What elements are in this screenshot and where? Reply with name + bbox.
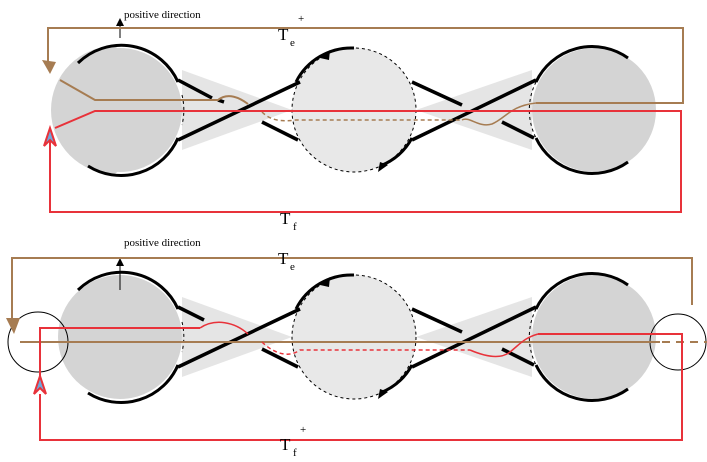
top-red-outer (49, 110, 682, 213)
bottom-brown-label: T e (278, 249, 295, 273)
top-tf-main: T (280, 209, 291, 228)
top-left-dashed-arc (181, 94, 185, 126)
top-tf-sub: f (293, 221, 297, 233)
bottom-tf-main: T (280, 435, 291, 454)
top-te-sub: e (290, 37, 295, 49)
bottom-left-bold-arc-upper (76, 270, 180, 310)
top-brown-outer (47, 27, 684, 104)
top-positive-direction: positive direction (116, 9, 201, 38)
bottom-te-main: T (278, 249, 289, 268)
bottom-direction-arrowhead (116, 258, 124, 266)
bottom-left-bar-long (177, 307, 301, 369)
top-middle-arrow-upper (320, 50, 330, 60)
bottom-right-bold-arc-lower (534, 364, 629, 402)
bottom-tf-sup: + (300, 424, 306, 436)
bottom-red-dashed (261, 341, 470, 355)
bottom-positive-direction: positive direction (116, 237, 201, 290)
bottom-right-bar-lower (501, 347, 535, 367)
bottom-arc-arrows (320, 277, 388, 399)
bottom-red-outer (39, 333, 683, 441)
top-left-bar-lower (261, 120, 299, 142)
bottom-left-disk (58, 275, 182, 399)
top-brown-inner-right (461, 102, 537, 126)
top-brown-label: T e + (278, 13, 304, 49)
top-te-main: T (278, 25, 289, 44)
top-arc-arrows (320, 50, 388, 172)
top-right-bold-arc-upper (534, 45, 629, 83)
top-red-arrowhead (43, 124, 57, 147)
top-red-label: T f (280, 209, 297, 233)
top-brown-inner-left (59, 79, 249, 105)
top-te-sup: + (298, 13, 304, 25)
bottom-brown-loop (11, 257, 707, 343)
bottom-middle-arrow-upper (320, 277, 330, 287)
top-right-bold-arc-lower (534, 137, 629, 175)
top-brown-arrowhead (42, 60, 56, 74)
bottom-red-arrowhead (33, 372, 47, 395)
bottom-left-bold-arc-lower (87, 364, 180, 404)
top-right-bar-lower (501, 120, 535, 140)
top-left-bold-arc-lower (87, 137, 180, 177)
bottom-middle-arrow-lower (378, 389, 388, 399)
top-red-loop (49, 110, 682, 213)
top-brown-loop (47, 27, 684, 126)
bottom-left-bar-lower (261, 347, 299, 369)
bottom-direction-label: positive direction (124, 237, 201, 249)
bottom-left-bridge (182, 297, 292, 377)
bottom-tf-sub: f (293, 447, 297, 459)
bottom-right-disk (532, 275, 656, 399)
top-middle-arrow-lower (378, 162, 388, 172)
top-panel: positive direction T e + T f (42, 9, 684, 233)
bottom-disks (58, 275, 656, 399)
bottom-brown-arrowhead (6, 318, 20, 334)
bottom-red-curve-right (469, 333, 539, 358)
top-left-bold-arc-upper (76, 43, 180, 83)
bottom-red-loop (39, 321, 683, 441)
top-left-bar-upper (177, 78, 213, 100)
bottom-middle-disk (292, 275, 416, 399)
bottom-red-label: T f + (280, 424, 306, 459)
top-brown-dashed (261, 111, 462, 122)
bottom-red-inner-left (39, 327, 200, 382)
bottom-right-bar-upper (411, 307, 463, 334)
bottom-crossing-bars (177, 305, 537, 369)
bottom-right-bar-long (411, 305, 537, 369)
top-right-bar-upper (411, 80, 463, 107)
bottom-left-dashed-arc (181, 321, 185, 353)
bottom-left-bar-upper (177, 305, 205, 322)
bottom-red-curve-left (199, 321, 249, 335)
top-direction-arrowhead (116, 18, 124, 26)
bottom-disk-outlines (76, 270, 629, 404)
bottom-middle-dashed-circle (291, 274, 417, 400)
bottom-te-sub: e (290, 261, 295, 273)
bottom-right-bold-arc-upper (534, 272, 629, 310)
bottom-brown-outer (11, 257, 693, 318)
top-direction-label: positive direction (124, 9, 201, 21)
bottom-panel: positive direction T e T f + (6, 237, 707, 459)
